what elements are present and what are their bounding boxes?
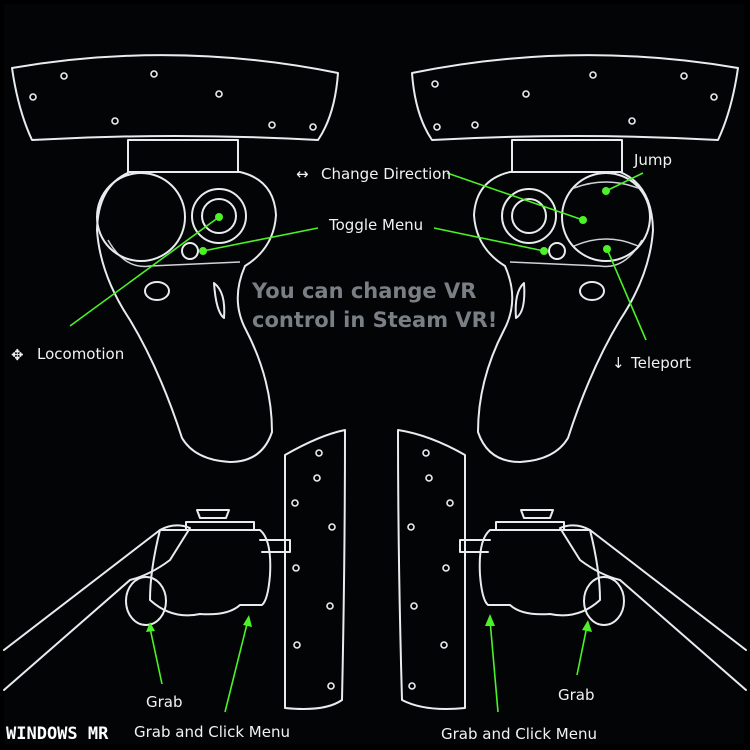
label-grab-click-menu-right: Grab and Click Menu <box>441 725 597 743</box>
label-toggle-menu: Toggle Menu <box>328 216 423 234</box>
label-grab-right: Grab <box>558 686 595 704</box>
right-controller-top <box>411 54 739 463</box>
label-teleport-text: Teleport <box>630 354 691 372</box>
right-handle <box>559 524 747 691</box>
label-locomotion: ✥ Locomotion <box>11 345 124 364</box>
left-thumbstick-inner <box>201 198 237 234</box>
right-controller-side <box>397 429 747 710</box>
notice-line-1: You can change VR <box>251 279 476 303</box>
left-stick-cap <box>196 509 230 519</box>
pointer-grab-click-right <box>485 614 499 713</box>
left-stick-base <box>185 521 255 531</box>
notice-line-2: control in Steam VR! <box>252 308 497 332</box>
pointer-grab-right <box>576 620 592 676</box>
left-side-body <box>149 529 272 617</box>
right-tracking-ring <box>411 54 739 141</box>
pointer-teleport <box>603 245 647 341</box>
move-arrows-icon: ✥ <box>11 346 24 364</box>
pointer-locomotion <box>69 213 223 327</box>
left-handle <box>3 524 191 691</box>
right-windows-button <box>579 281 605 301</box>
right-thumbstick-outer <box>501 188 557 244</box>
arrow-horizontal-icon: ↔ <box>296 165 309 183</box>
label-locomotion-text: Locomotion <box>37 345 124 363</box>
left-grip-button <box>125 576 167 626</box>
brand-label: WINDOWS MR <box>6 724 109 744</box>
frame <box>4 4 744 744</box>
label-grab-left: Grab <box>146 693 183 711</box>
right-ring-side <box>397 429 466 710</box>
right-stick-base <box>495 521 565 531</box>
arrow-down-icon: ↓ <box>612 354 625 372</box>
right-body <box>473 171 654 463</box>
left-ring-side-leds <box>291 449 336 690</box>
left-windows-button <box>144 281 170 301</box>
left-thumbstick-outer <box>191 188 247 244</box>
left-menu-button <box>181 242 199 260</box>
left-ring-side <box>284 429 346 710</box>
right-thumbstick-inner <box>511 198 547 234</box>
left-neck <box>127 139 239 173</box>
label-jump: Jump <box>633 151 672 169</box>
right-ring-side-leds <box>407 449 454 690</box>
right-ring-leds <box>431 71 718 131</box>
label-change-direction-text: Change Direction <box>321 165 451 183</box>
pointer-change-direction <box>446 172 587 224</box>
left-tracking-ring <box>11 54 339 141</box>
left-controller-top <box>11 54 339 463</box>
right-touchpad-divider-bottom <box>573 238 639 247</box>
pointer-grab-click-left <box>224 615 252 713</box>
left-body <box>96 171 277 463</box>
label-teleport: ↓ Teleport <box>612 354 691 372</box>
right-neck <box>511 139 623 173</box>
left-controller-side <box>3 429 346 710</box>
label-change-direction: ↔ Change Direction <box>296 165 451 183</box>
left-touchpad <box>96 172 186 262</box>
right-touchpad-divider-top <box>573 181 639 189</box>
pointer-toggle-menu-right <box>433 227 548 255</box>
pointer-toggle-menu-left <box>199 227 319 255</box>
right-grip-button <box>583 576 625 626</box>
right-menu-button <box>548 242 566 260</box>
label-grab-click-menu-left: Grab and Click Menu <box>134 723 290 741</box>
left-ring-leds <box>29 70 317 131</box>
right-touchpad <box>561 172 651 262</box>
pointer-jump <box>602 172 644 195</box>
pointer-grab-left <box>146 622 163 685</box>
right-side-body <box>478 529 601 617</box>
right-stick-cap <box>520 509 554 519</box>
